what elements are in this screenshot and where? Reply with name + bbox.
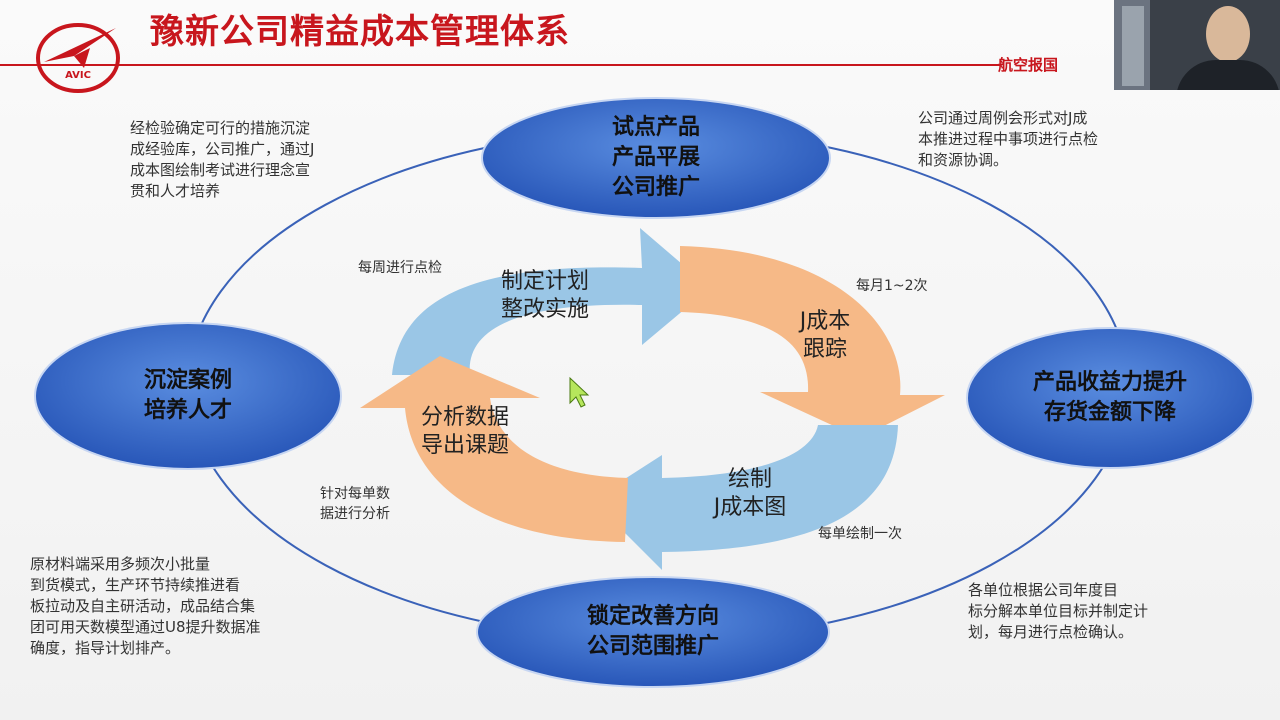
cycle-track-label: J成本 跟踪 — [799, 309, 851, 362]
node-right-shape — [966, 327, 1254, 469]
arrow-analyze — [360, 356, 628, 542]
node-bottom-label: 锁定改善方向 公司范围推广 — [586, 604, 719, 659]
freq-per-order-analysis: 针对每单数 据进行分析 — [320, 486, 390, 522]
freq-weekly: 每周进行点检 — [358, 260, 442, 276]
arrow-track — [680, 246, 945, 438]
arrow-draw — [592, 425, 898, 570]
node-left-label: 沉淀案例 培养人才 — [143, 368, 232, 423]
node-right: 产品收益力提升 存货金额下降 — [967, 328, 1253, 468]
node-left-shape — [34, 322, 342, 470]
node-top: 试点产品 产品平展 公司推广 — [482, 98, 830, 218]
cycle-plan-label: 制定计划 整改实施 — [500, 269, 589, 322]
freq-per-order-draw: 每单绘制一次 — [818, 526, 902, 542]
freq-monthly: 每月1~2次 — [856, 278, 928, 294]
logo-text: AVIC — [65, 70, 91, 81]
avic-logo: AVIC — [36, 23, 120, 93]
node-right-label: 产品收益力提升 存货金额下降 — [1032, 370, 1187, 425]
note-top-right: 公司通过周例会形式对J成 本推进过程中事项进行点检 和资源协调。 — [918, 109, 1099, 169]
arrow-plan — [392, 228, 710, 375]
presenter-head — [1206, 6, 1250, 62]
node-bottom: 锁定改善方向 公司范围推广 — [477, 577, 829, 687]
note-bottom-left: 原材料端采用多频次小批量 到货模式，生产环节持续推进看 板拉动及自主研活动，成品… — [30, 555, 261, 657]
node-top-shape — [481, 97, 831, 219]
webcam-overlay — [1114, 0, 1280, 90]
node-bottom-shape — [476, 576, 830, 688]
note-top-left: 经检验确定可行的措施沉淀 成经验库，公司推广，通过J 成本图绘制考试进行理念宣 … — [130, 119, 315, 200]
node-top-label: 试点产品 产品平展 公司推广 — [611, 115, 700, 200]
note-bottom-right: 各单位根据公司年度目 标分解本单位目标并制定计 划，每月进行点检确认。 — [968, 581, 1149, 641]
cycle-draw-label: 绘制 J成本图 — [713, 467, 787, 520]
title-divider — [0, 64, 1000, 66]
node-left: 沉淀案例 培养人才 — [35, 323, 341, 469]
cycle-analyze-label: 分析数据 导出课题 — [420, 405, 509, 458]
slogan: 航空报国 — [998, 56, 1059, 74]
mouse-cursor-icon — [569, 376, 590, 408]
page-title: 豫新公司精益成本管理体系 — [150, 12, 570, 52]
